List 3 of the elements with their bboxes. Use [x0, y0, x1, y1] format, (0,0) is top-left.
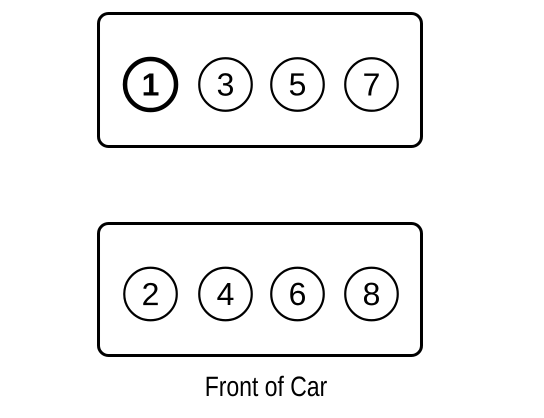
cylinder-bank-box	[97, 222, 423, 357]
cylinder-bank-box	[97, 12, 423, 148]
orientation-label: Front of Car	[206, 376, 327, 396]
